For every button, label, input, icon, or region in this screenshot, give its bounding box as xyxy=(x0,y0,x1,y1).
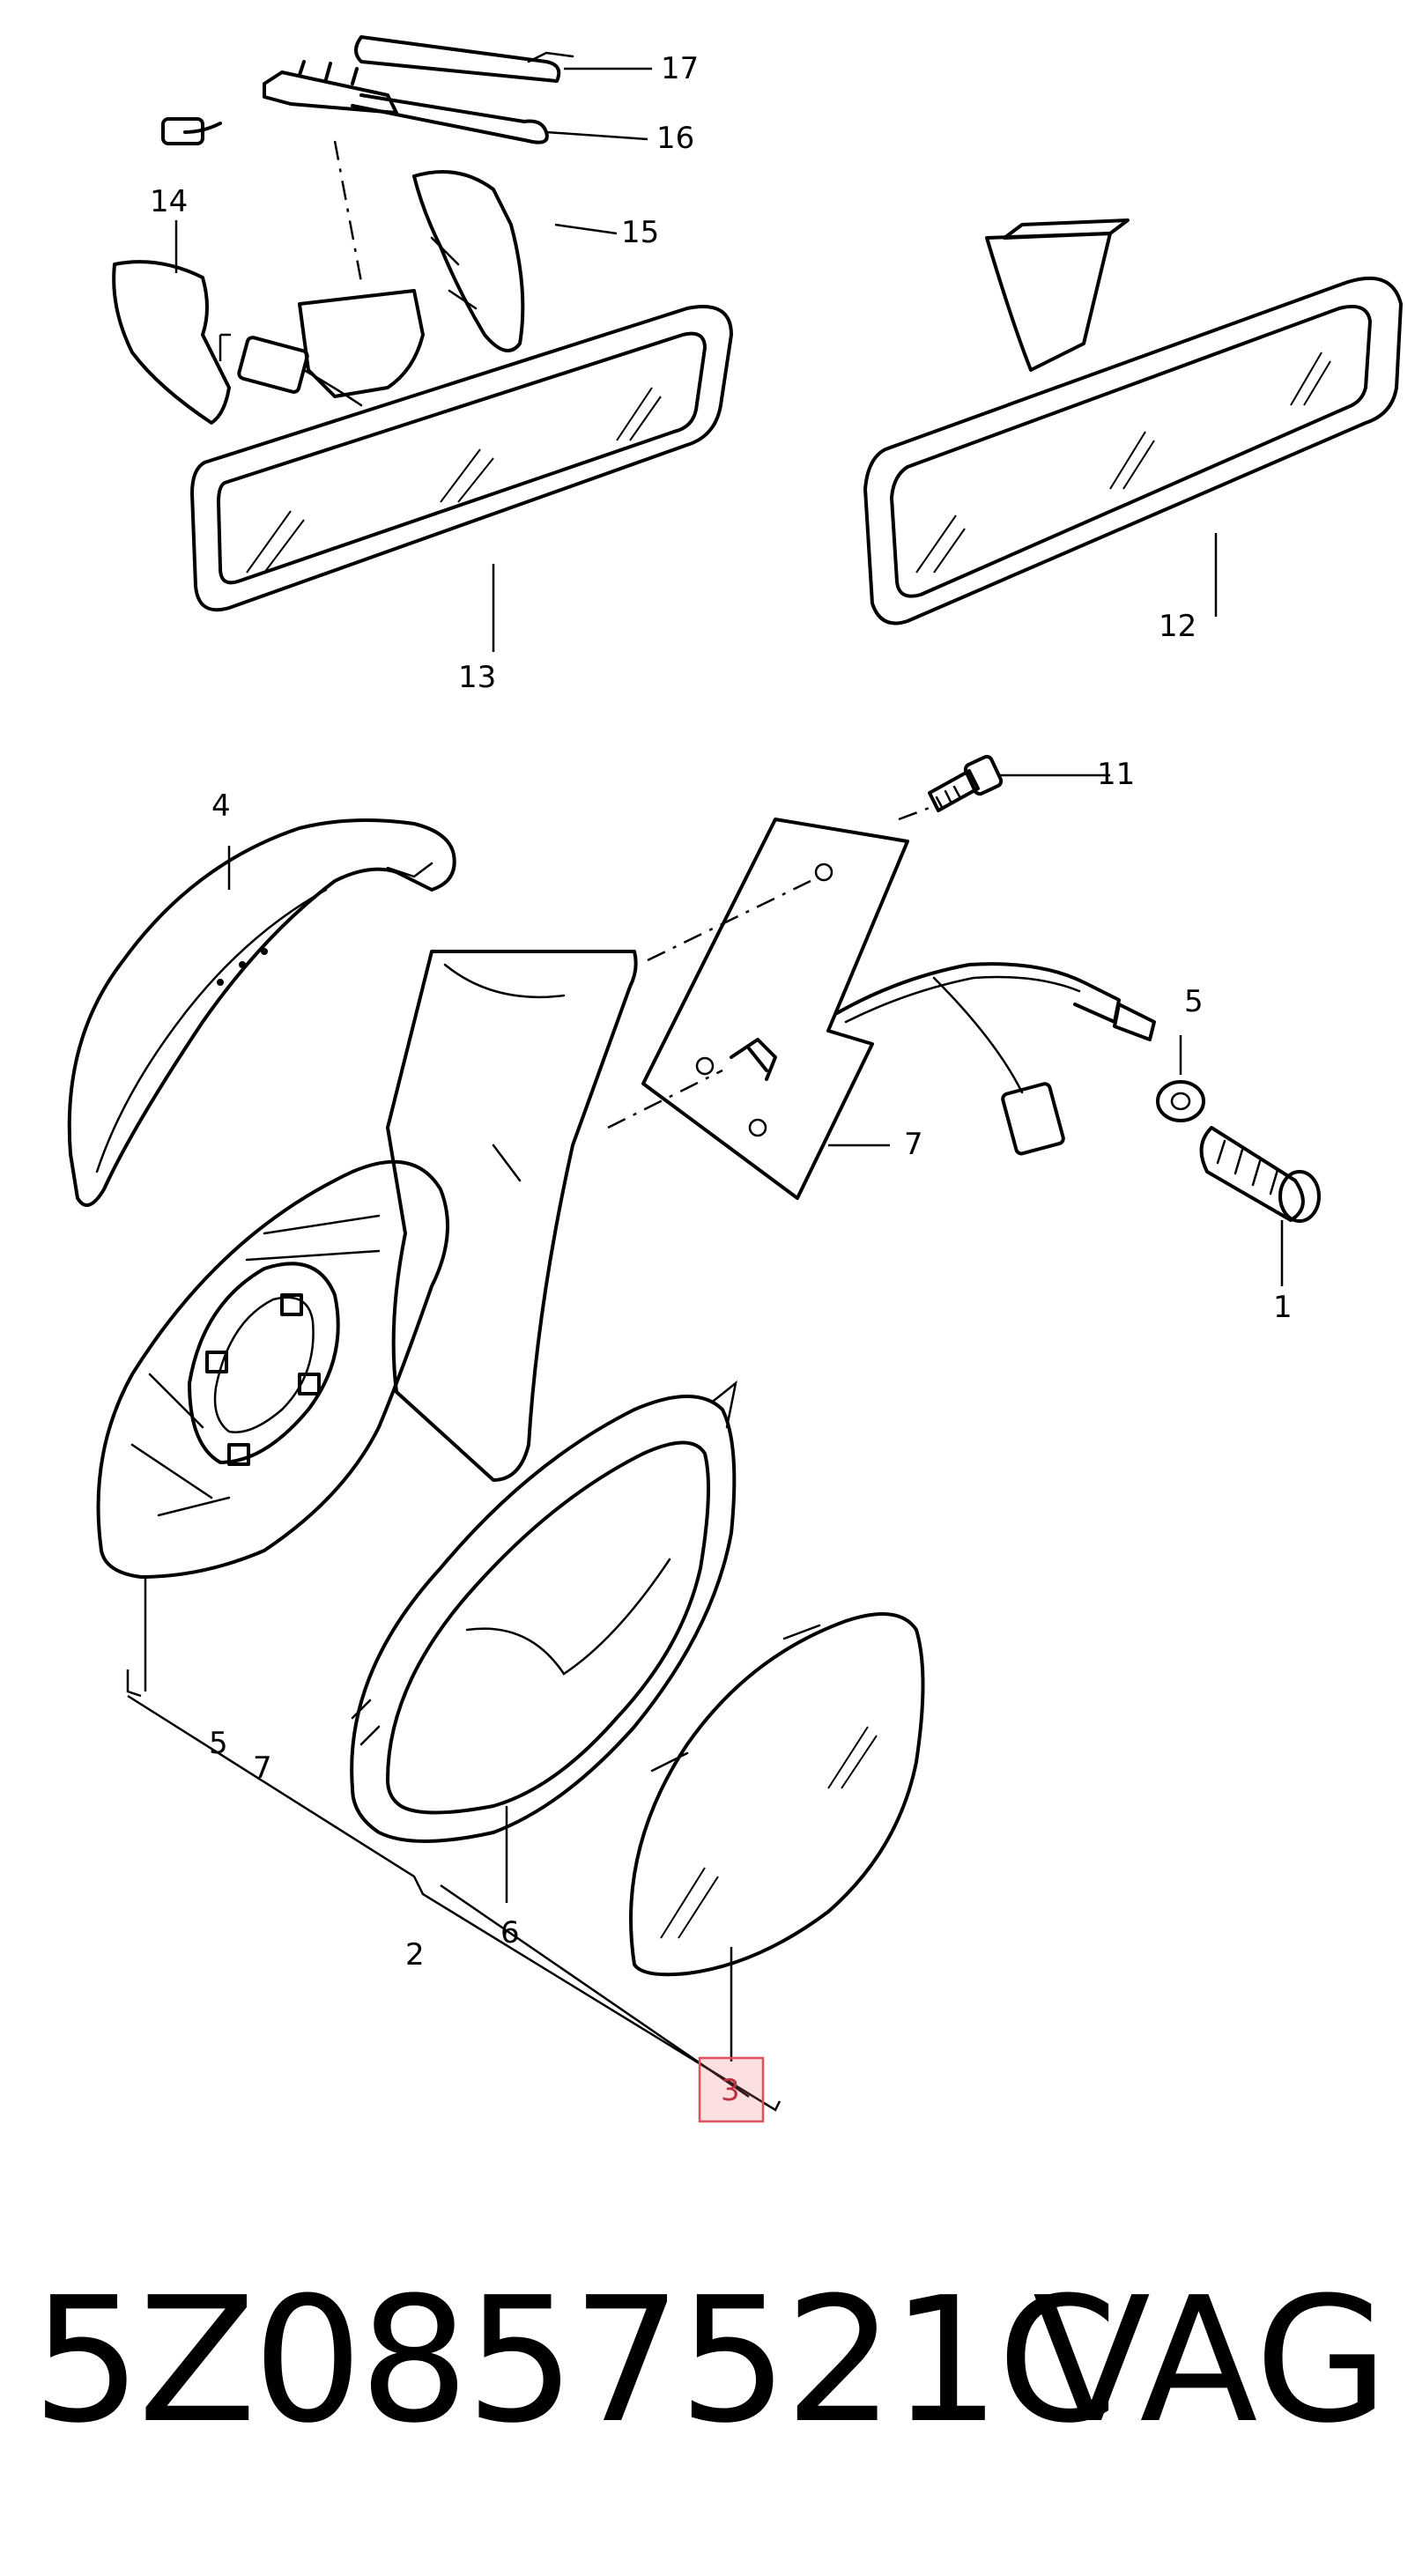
brand-label: VAG xyxy=(1032,2261,1389,2461)
callout-7-plate: 7 xyxy=(904,1127,923,1162)
callout-15: 15 xyxy=(621,215,659,250)
nut-5 xyxy=(1156,1080,1205,1122)
interior-mirror-12 xyxy=(863,218,1403,625)
callout-16: 16 xyxy=(656,121,694,156)
callout-5-bottom: 5 xyxy=(209,1726,228,1761)
interior-mirror-13 xyxy=(190,305,733,612)
mirror-housing-2 xyxy=(96,1159,449,1579)
callout-14: 14 xyxy=(150,184,188,219)
part-number-label: 5Z0857521C xyxy=(32,2261,1118,2461)
mirror-cap-4 xyxy=(67,818,456,1207)
cable-channel-16 xyxy=(351,93,549,144)
callout-3: 3 xyxy=(721,2073,740,2108)
screw-11 xyxy=(928,754,1004,812)
mounting-plate-7 xyxy=(641,818,909,1200)
callout-2: 2 xyxy=(405,1937,425,1973)
cover-trim-15 xyxy=(412,170,525,352)
mirror-cover-17 xyxy=(354,35,574,83)
callout-12: 12 xyxy=(1159,609,1196,644)
callout-1: 1 xyxy=(1273,1290,1293,1325)
callout-17: 17 xyxy=(661,51,699,86)
mirror-mount-bracket xyxy=(161,60,398,145)
highlighted-callout-3[interactable]: 3 xyxy=(698,2056,765,2123)
mirror-glass-3 xyxy=(629,1612,925,1977)
callout-6: 6 xyxy=(500,1915,520,1951)
callout-13: 13 xyxy=(458,660,496,695)
grommet-1 xyxy=(1199,1126,1321,1223)
part-number-footer: 5Z0857521C VAG xyxy=(0,2255,1415,2467)
cover-trim-14 xyxy=(112,260,231,425)
wiring-harness xyxy=(835,962,1156,1156)
mirror-frame-6 xyxy=(350,1380,737,1843)
callout-4: 4 xyxy=(211,788,231,824)
callout-7-bottom: 7 xyxy=(253,1751,272,1786)
mirror-housing-base xyxy=(386,950,638,1482)
callout-11: 11 xyxy=(1097,757,1135,792)
mirror-base-clip xyxy=(298,289,425,398)
callout-5-top: 5 xyxy=(1184,984,1204,1019)
